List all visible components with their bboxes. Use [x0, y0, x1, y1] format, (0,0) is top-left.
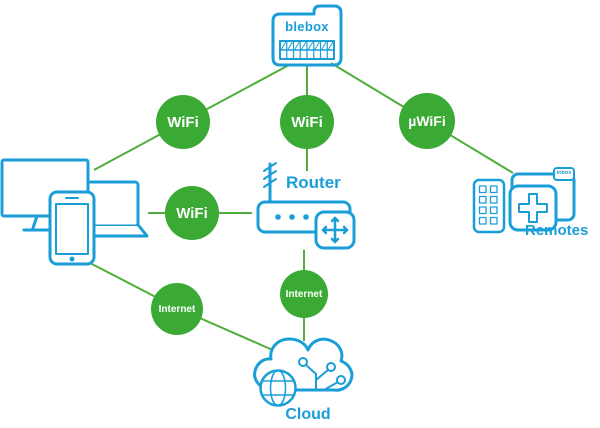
internet-badge-devices-cloud: Internet [151, 283, 203, 335]
remote-plus-icon [508, 184, 558, 232]
wifi-badge-devices-router: WiFi [165, 186, 219, 240]
blebox-icon [271, 4, 343, 67]
cloud-node: Cloud [250, 332, 366, 428]
inbox-tag: inbox [556, 170, 572, 176]
remotes-icon [472, 167, 576, 234]
wifi-badge-blebox-devices: WiFi [156, 95, 210, 149]
remotes-label: Remotes [525, 222, 589, 239]
uwifi-badge-blebox-remotes: µWiFi [399, 93, 455, 149]
blebox-node: blebox [270, 3, 344, 69]
cloud-icon [253, 337, 354, 407]
router-label: Router [286, 173, 341, 192]
internet-badge-router-cloud: Internet [280, 270, 328, 318]
client-devices-node [0, 158, 150, 266]
network-nodes-icon [305, 364, 339, 391]
wifi-badge-blebox-router: WiFi [280, 95, 334, 149]
remotes-node: inbox Remotes [472, 166, 598, 240]
client-devices-icon [0, 158, 149, 266]
router-icon [256, 162, 356, 250]
remote-keypad-icon [472, 178, 506, 234]
blebox-label: blebox [285, 19, 329, 34]
router-node: Router [256, 156, 356, 252]
cloud-label: Cloud [285, 406, 331, 423]
phone-icon [48, 190, 96, 266]
globe-icon [259, 369, 297, 407]
